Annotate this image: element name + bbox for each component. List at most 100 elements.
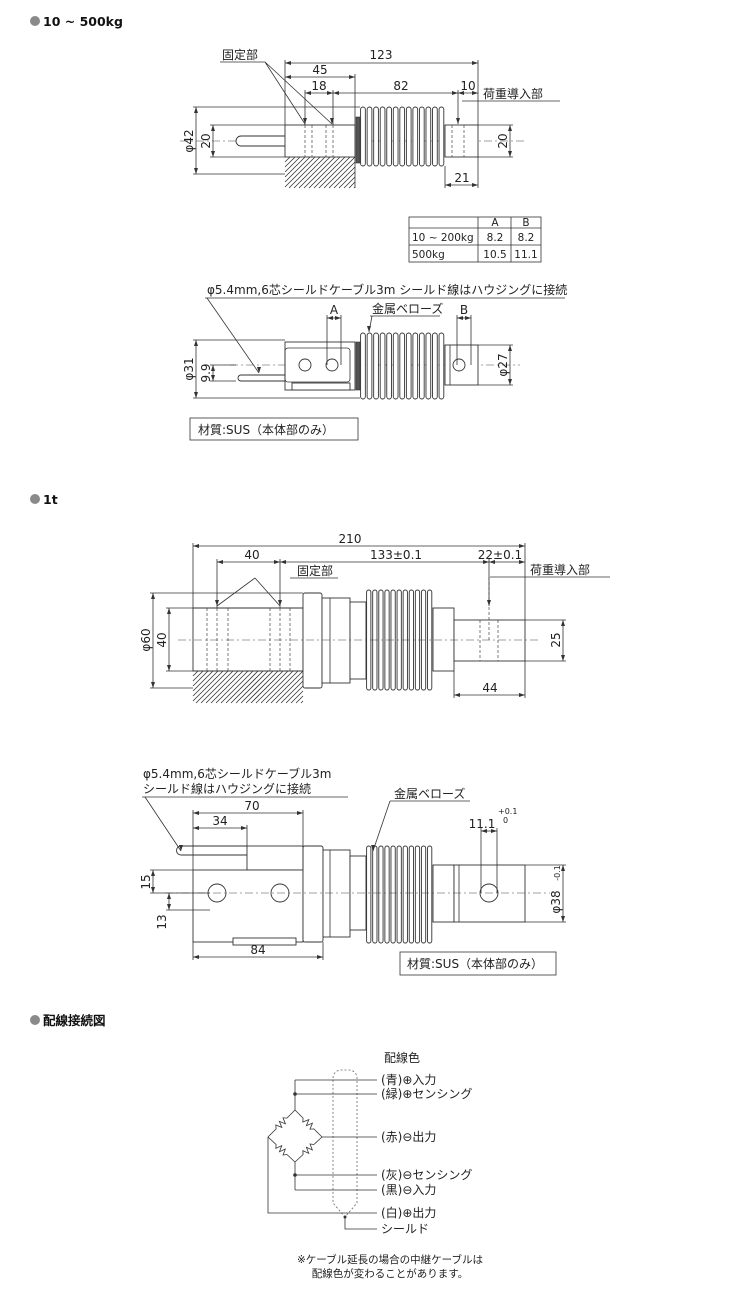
bullet-icon xyxy=(30,1015,40,1025)
hatch-line xyxy=(192,670,224,702)
arrowhead xyxy=(472,183,478,187)
leader-lines xyxy=(216,576,610,607)
bellows-fin xyxy=(373,106,379,167)
resistor xyxy=(267,1136,296,1163)
arrowhead xyxy=(561,865,565,871)
bellows-fin xyxy=(392,106,399,167)
arrowhead xyxy=(278,600,282,606)
leader-lines xyxy=(142,796,470,852)
arrowhead xyxy=(285,61,291,65)
arrowhead xyxy=(194,107,198,113)
arrowhead xyxy=(151,870,155,876)
dim-20-right: 20 xyxy=(496,133,510,148)
hatch-line xyxy=(265,670,299,704)
dim-13: 13 xyxy=(155,914,169,929)
hatch-line xyxy=(200,670,234,704)
arrowhead xyxy=(257,367,261,373)
arrowhead xyxy=(452,91,458,95)
dim-b: B xyxy=(460,303,468,317)
arrowhead xyxy=(317,955,323,959)
resistor xyxy=(294,1136,323,1163)
bellows-label: 金属ベローズ xyxy=(394,786,465,801)
section-title-10-500kg: 10 ~ 500kg xyxy=(30,14,123,29)
hatch-line xyxy=(328,161,356,189)
hatch-line xyxy=(338,171,356,189)
hatch-line xyxy=(210,670,244,704)
bellows-fin xyxy=(432,106,438,167)
arrowhead xyxy=(508,151,512,157)
hatch-line xyxy=(298,156,331,189)
hatch-line xyxy=(318,156,351,189)
cable-block xyxy=(246,845,304,871)
section-title-wiring: 配線接続図 xyxy=(30,1013,106,1028)
material-box xyxy=(189,417,359,441)
arrowhead xyxy=(445,183,451,187)
tolerance-lower: 0 xyxy=(503,816,508,825)
arrowhead xyxy=(489,560,495,564)
hatch-line xyxy=(215,670,249,704)
bellows-fin xyxy=(366,106,373,167)
cable-shield xyxy=(332,1069,358,1218)
flange xyxy=(302,592,323,689)
housing xyxy=(192,869,304,943)
arrowhead xyxy=(483,560,489,564)
hatch-line xyxy=(295,695,304,704)
arrowhead xyxy=(349,75,355,79)
wheatstone-bridge xyxy=(267,1109,323,1163)
dim-11-1: 11.1 xyxy=(469,817,496,831)
arrowhead xyxy=(280,560,286,564)
hatch-line xyxy=(284,156,316,188)
dim-18: 18 xyxy=(311,79,326,93)
hatch-line xyxy=(195,670,229,704)
fixed-mount-hatch xyxy=(284,156,356,189)
wire-color-heading: 配線色 xyxy=(384,1050,420,1065)
dim-40-vertical: 40 xyxy=(155,632,169,647)
table-cell: 10 ~ 200kg xyxy=(412,232,474,244)
bellows-fin xyxy=(438,106,445,167)
load-input-label: 荷重導入部 xyxy=(483,86,543,101)
table-header-b: B xyxy=(522,217,529,229)
hatch-line xyxy=(225,670,259,704)
bellows-fin xyxy=(399,106,406,167)
hatch-line xyxy=(220,670,254,704)
dim-phi27: φ27 xyxy=(496,353,510,376)
bellows-fin xyxy=(425,106,432,167)
arrowhead xyxy=(472,91,478,95)
hatch-line xyxy=(192,670,209,687)
fixed-block xyxy=(192,607,304,672)
section-title: 10 ~ 500kg xyxy=(43,14,123,29)
metal-bellows xyxy=(360,332,445,400)
hatch-line xyxy=(303,156,336,189)
arrowhead xyxy=(167,904,171,910)
hatch-line xyxy=(288,156,321,189)
mount-hole xyxy=(325,358,339,372)
bellows-fin xyxy=(373,332,379,400)
bellows-fin xyxy=(378,845,384,944)
arrowhead xyxy=(285,75,291,79)
arrowhead xyxy=(333,91,339,95)
arrowhead xyxy=(151,593,155,599)
bellows-fin xyxy=(379,332,386,400)
dim-phi38: φ38 xyxy=(549,890,563,913)
hatch-line xyxy=(323,156,356,189)
bellows-fin xyxy=(366,332,373,400)
flange xyxy=(302,845,324,943)
drawing-1t-top-view: 固定部 荷重導入部 210 40 133±0.1 22±0.1 44 φ60 4… xyxy=(139,532,610,704)
leader-lines xyxy=(205,297,565,374)
arrowhead xyxy=(194,392,198,398)
dim-20-left: 20 xyxy=(199,133,213,148)
load-hole xyxy=(452,358,466,372)
arrowhead xyxy=(151,682,155,688)
arrowhead xyxy=(211,125,215,131)
bellows-fin xyxy=(384,845,390,944)
bellows-fin xyxy=(408,845,414,944)
bellows-fin xyxy=(399,332,406,400)
dim-9-9: 9.9 xyxy=(199,363,213,382)
fixed-part-label: 固定部 xyxy=(297,563,333,578)
hatch-line xyxy=(270,670,304,704)
hatch-line xyxy=(192,670,204,682)
hatch-line xyxy=(192,670,199,677)
hatch-line xyxy=(284,156,311,183)
bellows-fin xyxy=(405,106,412,167)
tolerance-upper: +0.1 xyxy=(498,807,517,816)
